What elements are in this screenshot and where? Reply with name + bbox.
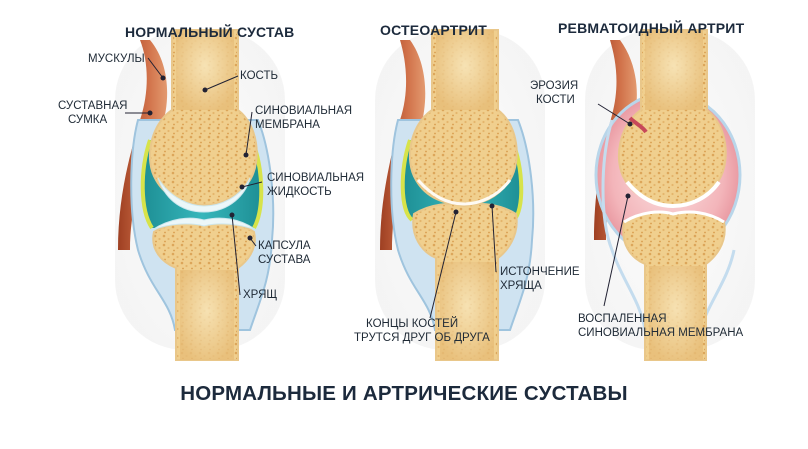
label-thinning: ИСТОНЧЕНИЕ ХРЯЩА <box>500 265 580 293</box>
synovial-membrane-left <box>140 139 154 230</box>
bone-erosion-mark <box>628 116 648 134</box>
rheumatoid-title: РЕВМАТОИДНЫЙ АРТРИТ <box>558 20 745 36</box>
leader-inflamed <box>603 195 629 307</box>
leader-bone-ends <box>429 211 457 319</box>
rheumatoid-joint <box>594 29 742 361</box>
upper-bone-shaft <box>645 30 703 110</box>
upper-cartilage <box>157 177 251 213</box>
lower-cartilage <box>151 217 257 231</box>
label-bursa: СУСТАВНАЯ СУМКА <box>58 99 127 127</box>
label-synovial-fluid: СИНОВИАЛЬНАЯ ЖИДКОСТЬ <box>267 171 364 199</box>
label-synovial-membrane-line1: СИНОВИАЛЬНАЯ <box>255 105 353 117</box>
label-bone-ends-line2: ТРУТСЯ ДРУГ ОБ ДРУГА <box>354 332 490 344</box>
normal-joint-title: НОРМАЛЬНЫЙ СУСТАВ <box>125 24 295 40</box>
osteoarthritis-joint <box>380 29 535 361</box>
normal-joint <box>118 29 275 361</box>
leader-cartilage <box>231 214 241 296</box>
label-capsule: КАПСУЛА СУСТАВА <box>258 239 311 267</box>
label-bone-ends: КОНЦЫ КОСТЕЙ ТРУТСЯ ДРУГ ОБ ДРУГА <box>354 317 490 345</box>
label-cartilage: ХРЯЩ <box>243 289 278 301</box>
label-bursa-line2: СУМКА <box>68 114 108 126</box>
label-synovial-membrane: СИНОВИАЛЬНАЯ МЕМБРАНА <box>255 104 352 132</box>
lower-bone-shaft <box>440 262 494 360</box>
osteoarthritis-title: ОСТЕОАРТРИТ <box>380 22 488 38</box>
joint-capsule <box>601 119 736 332</box>
label-bursa-line1: СУСТАВНАЯ <box>58 100 128 112</box>
label-erosion: ЭРОЗИЯ КОСТИ <box>530 79 578 107</box>
synovial-membrane-left <box>400 139 414 222</box>
main-title: НОРМАЛЬНЫЕ И АРТРИЧЕСКИЕ СУСТАВЫ <box>180 382 628 405</box>
label-bone: КОСТЬ <box>240 70 279 82</box>
label-synovial-membrane-line2: МЕМБРАНА <box>255 119 320 131</box>
leader-erosion <box>597 103 631 125</box>
label-capsule-line1: КАПСУЛА <box>258 240 311 252</box>
leader-bone <box>204 75 239 91</box>
label-synovial-fluid-line2: ЖИДКОСТЬ <box>267 186 332 198</box>
label-inflamed: ВОСПАЛЕННАЯ СИНОВИАЛЬНАЯ МЕМБРАНА <box>578 312 743 340</box>
lower-bone-shaft <box>180 270 234 360</box>
label-inflamed-line1: ВОСПАЛЕННАЯ <box>578 313 667 325</box>
leader-fluid <box>241 181 263 188</box>
upper-bone-shaft <box>436 30 494 110</box>
label-muscles: МУСКУЛЫ <box>88 53 145 65</box>
leader-muscles <box>147 57 164 79</box>
thin-cartilage <box>416 179 512 206</box>
label-capsule-line2: СУСТАВА <box>258 254 311 266</box>
label-synovial-fluid-line1: СИНОВИАЛЬНАЯ <box>267 172 365 184</box>
lower-cartilage <box>623 210 725 224</box>
upper-bone-shaft <box>176 30 234 110</box>
leader-thinning <box>491 205 497 273</box>
leader-lines <box>125 57 633 319</box>
label-erosion-line2: КОСТИ <box>536 94 575 106</box>
label-erosion-line1: ЭРОЗИЯ <box>530 80 579 92</box>
lower-bone-shaft <box>649 266 703 360</box>
label-bone-ends-line1: КОНЦЫ КОСТЕЙ <box>366 318 459 330</box>
upper-cartilage <box>625 180 721 209</box>
label-thinning-line2: ХРЯЩА <box>500 280 542 292</box>
leader-membrane <box>245 111 253 156</box>
label-inflamed-line2: СИНОВИАЛЬНАЯ МЕМБРАНА <box>578 327 744 339</box>
label-thinning-line1: ИСТОНЧЕНИЕ <box>500 266 580 278</box>
